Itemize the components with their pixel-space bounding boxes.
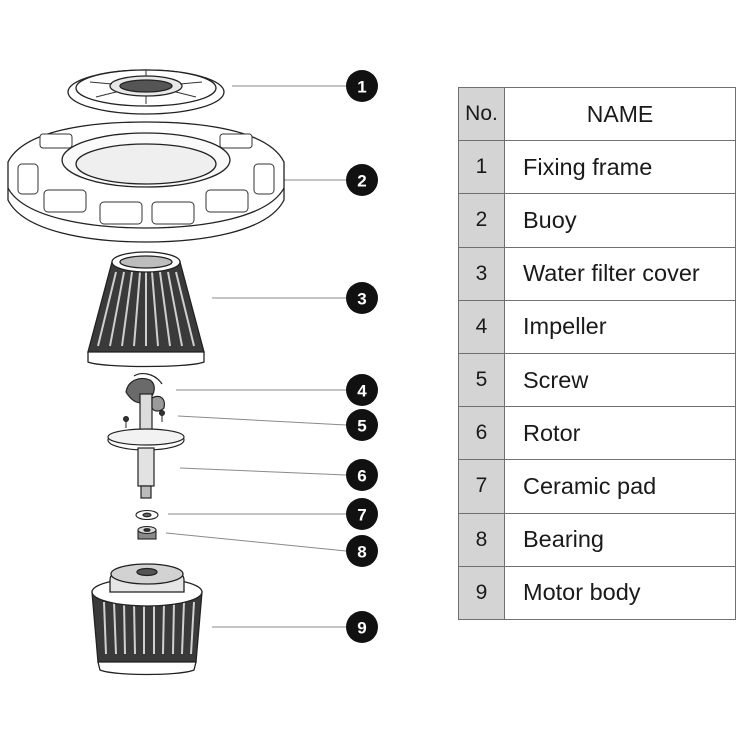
row-number: 5: [458, 352, 505, 408]
leader-line-5: [177, 415, 347, 426]
table-row: 3 Water filter cover: [458, 246, 736, 301]
leader-line-8: [165, 532, 347, 552]
table-row: 4 Impeller: [458, 299, 736, 354]
callout-number-2: 2: [357, 172, 366, 191]
callout-number-1: 1: [357, 78, 366, 97]
callout-badge-6: [346, 459, 378, 491]
parts-table: No. NAME 1 Fixing frame 2 Buoy 3 Water f…: [458, 86, 736, 620]
callout-number-9: 9: [357, 619, 366, 638]
header-no: No.: [458, 86, 505, 142]
water-filter-cover-drawing: [87, 251, 205, 368]
row-part-name: Water filter cover: [504, 246, 736, 301]
impeller-drawing: [125, 373, 165, 431]
callout-number-3: 3: [357, 290, 366, 309]
table-row: 5 Screw: [458, 352, 736, 408]
parts-table-header: No. NAME: [458, 86, 736, 142]
header-name: NAME: [504, 86, 736, 142]
row-part-name: Fixing frame: [504, 140, 736, 195]
row-number: 1: [458, 140, 505, 195]
callout-badge-4: [346, 374, 378, 406]
row-number: 4: [458, 299, 505, 354]
row-part-name: Impeller: [504, 299, 736, 354]
leader-line-6: [179, 467, 347, 476]
row-part-name: Screw: [504, 352, 736, 408]
row-part-name: Rotor: [504, 406, 736, 461]
callout-number-6: 6: [357, 467, 366, 486]
callout-badge-9: [346, 611, 378, 643]
buoy-drawing: [7, 121, 285, 243]
table-row: 1 Fixing frame: [458, 140, 736, 195]
row-part-name: Buoy: [504, 193, 736, 248]
table-row: 7 Ceramic pad: [458, 459, 736, 514]
table-row: 8 Bearing: [458, 512, 736, 567]
callout-badge-8: [346, 535, 378, 567]
callout-badge-2: [346, 164, 378, 196]
fixing-frame-drawing: [67, 69, 225, 115]
table-row: 9 Motor body: [458, 565, 736, 620]
callout-number-4: 4: [357, 382, 367, 401]
callout-badge-7: [346, 498, 378, 530]
row-part-name: Motor body: [504, 565, 736, 620]
bearing-drawing: [137, 525, 157, 540]
row-number: 7: [458, 459, 505, 514]
row-number: 6: [458, 406, 505, 461]
row-number: 8: [458, 512, 505, 567]
row-number: 3: [458, 246, 505, 301]
callout-number-7: 7: [357, 506, 366, 525]
callout-badge-5: [346, 409, 378, 441]
row-part-name: Bearing: [504, 512, 736, 567]
row-part-name: Ceramic pad: [504, 459, 736, 514]
screw-drawing: [123, 410, 165, 428]
rotor-drawing: [107, 428, 185, 499]
callout-number-8: 8: [357, 543, 366, 562]
callout-badge-1: [346, 70, 378, 102]
table-row: 2 Buoy: [458, 193, 736, 248]
callout-badge-3: [346, 282, 378, 314]
row-number: 9: [458, 565, 505, 620]
callout-number-5: 5: [357, 417, 366, 436]
table-row: 6 Rotor: [458, 406, 736, 461]
motor-body-drawing: [91, 563, 203, 676]
ceramic-pad-drawing: [135, 509, 159, 521]
row-number: 2: [458, 193, 505, 248]
